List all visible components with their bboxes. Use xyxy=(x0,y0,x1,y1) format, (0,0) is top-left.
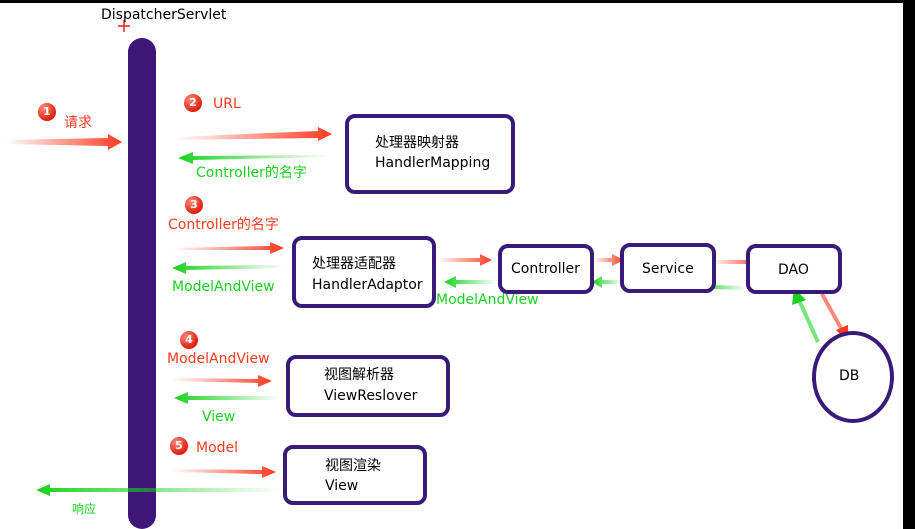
arrow-service-to-controller xyxy=(592,276,622,288)
modelandview-return-label-2: ModelAndView xyxy=(436,292,539,308)
arrow-controller-to-service xyxy=(594,254,624,266)
controller-box: Controller xyxy=(498,244,594,294)
controller-label: Controller xyxy=(511,261,580,277)
arrow-controller-to-adaptor xyxy=(444,276,496,288)
db-circle xyxy=(812,331,894,423)
handler-adaptor-box: 处理器适配器 HandlerAdaptor xyxy=(292,236,436,308)
handler-mapping-box: 处理器映射器 HandlerMapping xyxy=(345,114,515,194)
step-4-badge: 4 xyxy=(180,331,198,349)
step-5-badge: 5 xyxy=(170,437,188,455)
step-1-label: 请求 xyxy=(64,115,92,131)
view-render-cn: 视图渲染 xyxy=(325,458,381,474)
arrow-request xyxy=(5,134,122,150)
handler-mapping-cn: 处理器映射器 xyxy=(375,135,459,151)
view-resolver-box: 视图解析器 ViewReslover xyxy=(286,355,450,417)
arrow-modelandview-return xyxy=(172,262,284,274)
view-return-label: View xyxy=(202,409,236,425)
dao-label: DAO xyxy=(778,262,809,278)
controller-name-return-label: Controller的名字 xyxy=(196,165,307,181)
service-box: Service xyxy=(620,243,716,293)
step-2-badge: 2 xyxy=(184,94,202,112)
step-3-badge: 3 xyxy=(185,196,203,214)
response-label: 响应 xyxy=(72,502,97,516)
dao-box: DAO xyxy=(746,244,842,294)
top-border xyxy=(0,0,915,3)
handler-mapping-en: HandlerMapping xyxy=(375,155,491,171)
view-resolver-cn: 视图解析器 xyxy=(324,367,394,383)
arrow-adaptor-to-controller xyxy=(438,254,492,266)
arrow-view-return xyxy=(174,392,280,404)
arrow-db-to-dao xyxy=(792,288,820,343)
step-2-label: URL xyxy=(213,96,241,112)
db-label: DB xyxy=(839,368,860,384)
step-5-label: Model xyxy=(196,440,239,456)
arrow-url xyxy=(175,127,332,141)
arrow-controller-name-return xyxy=(178,152,330,164)
cross-marker-icon xyxy=(118,20,130,32)
right-border xyxy=(903,0,915,529)
dispatcher-servlet-bar xyxy=(128,38,156,529)
arrow-controller-name xyxy=(172,242,284,254)
arrow-service-to-dao xyxy=(712,256,762,268)
handler-adaptor-en: HandlerAdaptor xyxy=(312,277,423,293)
view-render-box: 视图渲染 View xyxy=(283,445,427,505)
view-resolver-en: ViewReslover xyxy=(324,388,418,404)
modelandview-return-label-1: ModelAndView xyxy=(172,279,275,295)
arrow-model xyxy=(172,466,276,478)
service-label: Service xyxy=(642,261,694,277)
dispatcher-servlet-title: DispatcherServlet xyxy=(101,7,227,23)
arrow-modelandview xyxy=(172,375,272,387)
arrow-response xyxy=(36,484,282,496)
step-1-badge: 1 xyxy=(38,103,56,121)
step-3-label: Controller的名字 xyxy=(168,217,279,233)
handler-adaptor-cn: 处理器适配器 xyxy=(312,256,396,272)
view-render-en: View xyxy=(325,478,359,494)
step-4-label: ModelAndView xyxy=(167,351,270,367)
